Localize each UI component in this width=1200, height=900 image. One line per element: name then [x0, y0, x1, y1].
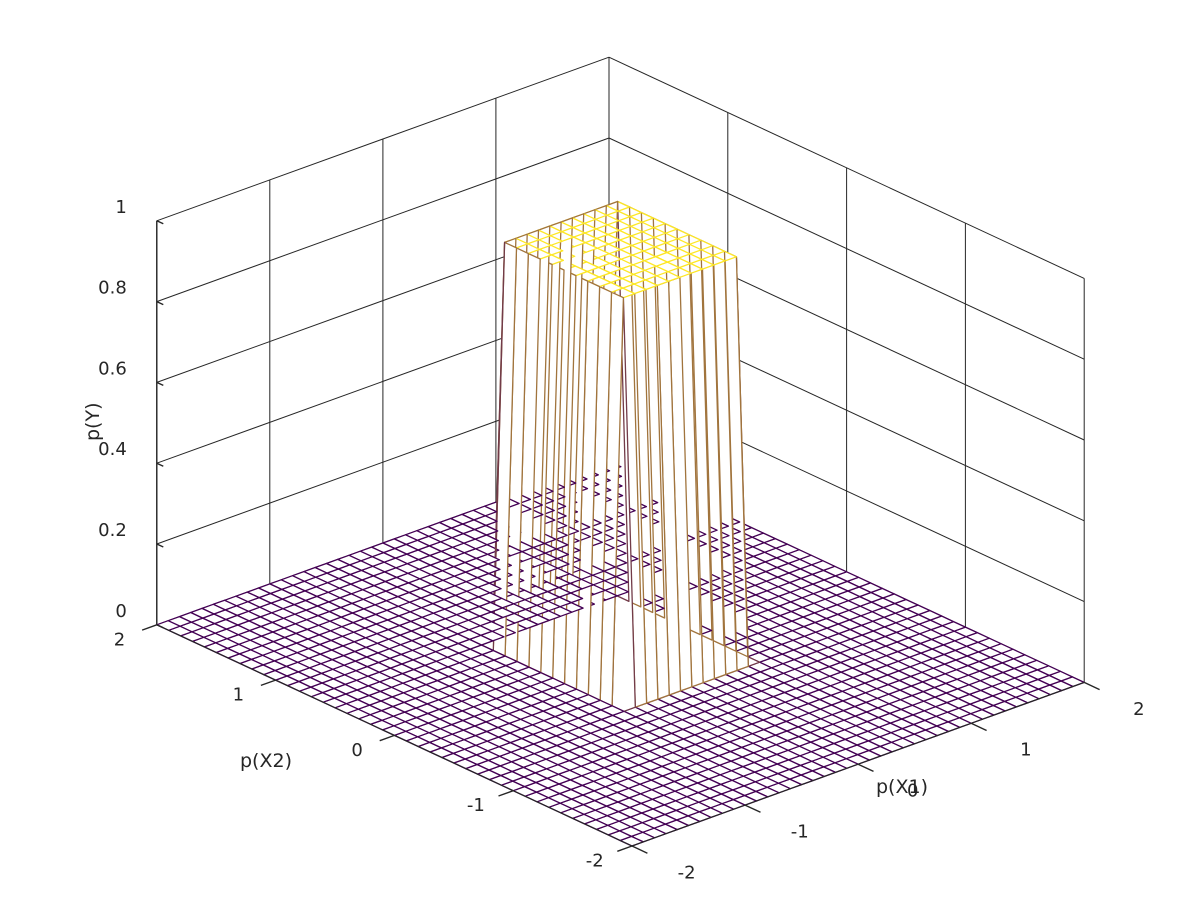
y-tick-label: -1 [467, 795, 485, 816]
y-tick-mark [617, 845, 633, 852]
z-tick-label: 1 [115, 197, 126, 218]
y-tick-label: 0 [351, 740, 362, 761]
y-tick-mark [141, 624, 158, 631]
x-tick-label: 0 [907, 781, 918, 802]
z-tick-mark [156, 462, 164, 467]
x-tick-label: -2 [678, 862, 696, 883]
tick-labels: -2 -1 0 1 2 -2 -1 0 1 2 0 0.2 0.4 0.6 0.8 1 [98, 197, 1144, 884]
z-tick-mark [156, 300, 164, 306]
y-tick-mark [260, 679, 276, 687]
z-tick-mark [156, 381, 164, 387]
x-tick-label: 1 [1020, 740, 1031, 761]
z-tick-label: 0 [115, 601, 126, 622]
x-tick-mark [970, 722, 987, 732]
y-tick-label: 1 [233, 685, 244, 706]
z-tick-label: 0.2 [98, 520, 127, 541]
y-tick-label: -2 [586, 851, 604, 872]
y-axis-label: p(X2) [240, 750, 292, 772]
y-tick-mark [498, 790, 514, 797]
tick-marks [141, 220, 1100, 854]
z-tick-label: 0.4 [98, 439, 127, 460]
y-tick-label: 2 [114, 629, 125, 650]
z-tick-label: 0.6 [98, 358, 127, 379]
x-tick-mark [1083, 681, 1100, 691]
z-tick-mark [156, 220, 164, 225]
x-tick-mark [744, 804, 761, 813]
x-tick-mark [631, 845, 648, 854]
surface-mesh [156, 200, 1085, 847]
x-axis-label: p(X1) [876, 776, 928, 798]
z-tick-mark [156, 543, 164, 548]
z-tick-mark [156, 624, 164, 629]
y-tick-mark [379, 734, 395, 742]
x-tick-mark [857, 763, 874, 773]
x-tick-label: -1 [791, 822, 809, 843]
x-tick-label: 2 [1133, 699, 1144, 720]
z-tick-label: 0.8 [98, 278, 127, 299]
z-axis-label: p(Y) [82, 403, 104, 442]
